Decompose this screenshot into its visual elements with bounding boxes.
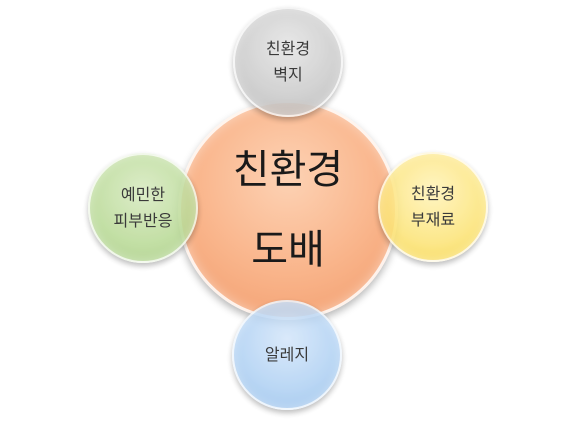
top-circle: 친환경 벽지 [233, 7, 343, 117]
center-circle: 친환경 도배 [178, 100, 398, 320]
center-label-line1: 친환경 [232, 147, 344, 193]
right-label-line1: 친환경 [410, 184, 456, 203]
left-circle: 예민한 피부반응 [88, 153, 198, 263]
left-label-line1: 예민한 [120, 185, 166, 204]
left-label-line2: 피부반응 [113, 211, 173, 230]
right-label-line2: 부재료 [410, 210, 456, 229]
center-label-line2: 도배 [251, 227, 325, 273]
top-label-line2: 벽지 [273, 65, 303, 84]
bottom-circle: 알레지 [232, 300, 342, 410]
bottom-label-line1: 알레지 [264, 345, 310, 364]
right-circle: 친환경 부재료 [378, 152, 488, 262]
top-label-line1: 친환경 [265, 39, 311, 58]
